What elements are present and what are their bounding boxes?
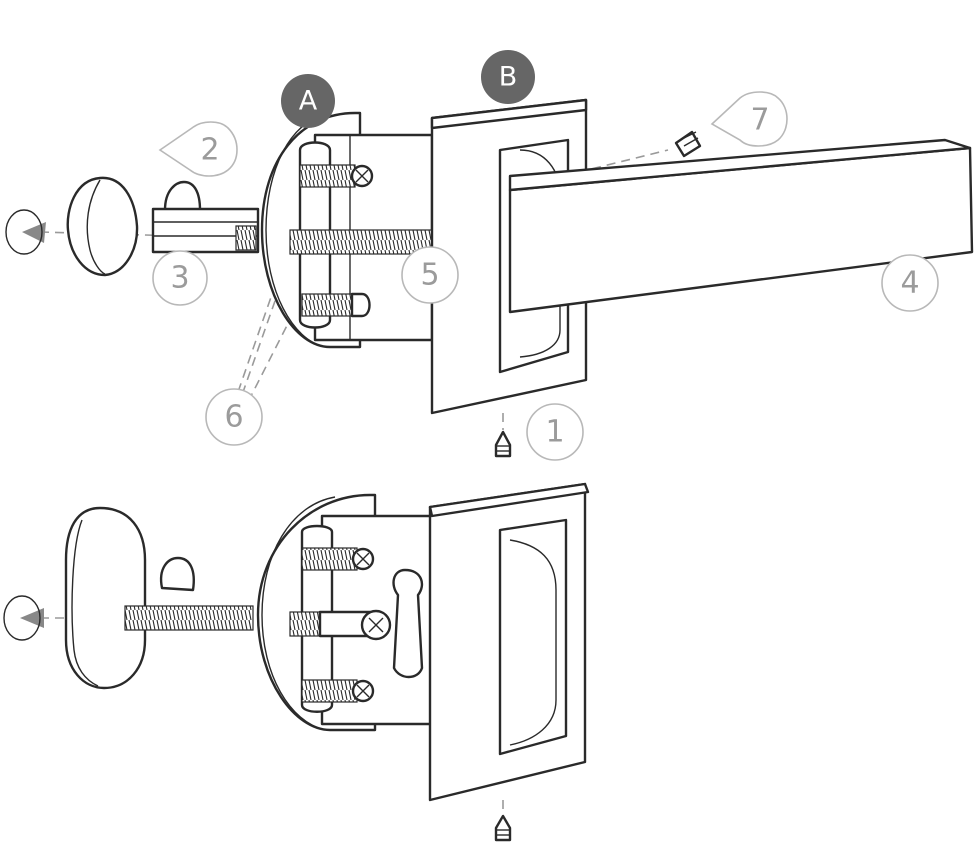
- arrow-head-bottom-icon: [20, 608, 44, 628]
- bolt-long-thread: [124, 605, 254, 631]
- svg-text:6: 6: [224, 400, 243, 435]
- arrow-head-icon: [22, 222, 46, 243]
- hole-circle: [5, 209, 43, 255]
- oval-cap: [64, 506, 147, 690]
- screw-b-bottom-thread: [301, 679, 358, 703]
- svg-text:7: 7: [750, 103, 769, 138]
- square-rose-b-top: [430, 98, 588, 130]
- callout-1: 1: [526, 403, 584, 461]
- svg-text:A: A: [299, 86, 318, 117]
- screw-b-top-cross-icon: [356, 552, 370, 566]
- rose-plate-a-rim: [265, 112, 331, 348]
- small-disc: [163, 180, 202, 211]
- grub-screw-7: [674, 130, 702, 158]
- screw-top-thread: [299, 164, 356, 188]
- callout-4: 4: [881, 254, 939, 312]
- spindle-thread: [235, 225, 257, 251]
- spindle-rod: [151, 207, 260, 254]
- svg-text:B: B: [499, 62, 518, 93]
- hole-circle-bottom: [3, 595, 41, 641]
- square-rose-bottom-top: [428, 482, 590, 518]
- screw-bottom-end: [350, 292, 371, 318]
- grub-screw-bottom: [494, 814, 512, 842]
- svg-text:5: 5: [420, 258, 439, 293]
- cover-cap-edge: [86, 179, 106, 275]
- badge-b: B: [481, 50, 535, 104]
- screw-b-top-thread: [301, 547, 358, 571]
- small-disc-bottom: [159, 556, 195, 592]
- keyhole: [392, 568, 424, 679]
- screw-b-bottom-cross-icon: [356, 684, 370, 698]
- callout-7: 7: [710, 91, 788, 147]
- screw-top-cross-icon: [355, 169, 369, 183]
- cover-cap: [66, 176, 139, 277]
- svg-text:1: 1: [545, 415, 564, 450]
- svg-text:3: 3: [170, 261, 189, 296]
- guide-line-6a: [241, 243, 296, 396]
- screw-b-mid-cross-icon: [368, 617, 384, 633]
- square-rose-bottom-window: [498, 518, 568, 756]
- grub-screw-1: [494, 430, 512, 458]
- callout-3: 3: [152, 250, 208, 306]
- svg-text:4: 4: [900, 266, 919, 301]
- top-assembly: A B 2 7 3 5 4 6: [5, 50, 974, 461]
- screw-bottom-thread: [301, 293, 353, 317]
- callout-6: 6: [205, 388, 263, 446]
- badge-a: A: [281, 74, 335, 128]
- rose-plate-bottom-rim: [261, 496, 336, 731]
- square-rose-bottom-inner: [509, 539, 557, 746]
- callout-5: 5: [401, 246, 459, 304]
- svg-text:2: 2: [200, 133, 219, 168]
- bottom-assembly: [3, 482, 590, 842]
- lever-handle-top: [508, 138, 972, 192]
- oval-cap-edge: [71, 519, 99, 687]
- callout-2: 2: [158, 121, 238, 177]
